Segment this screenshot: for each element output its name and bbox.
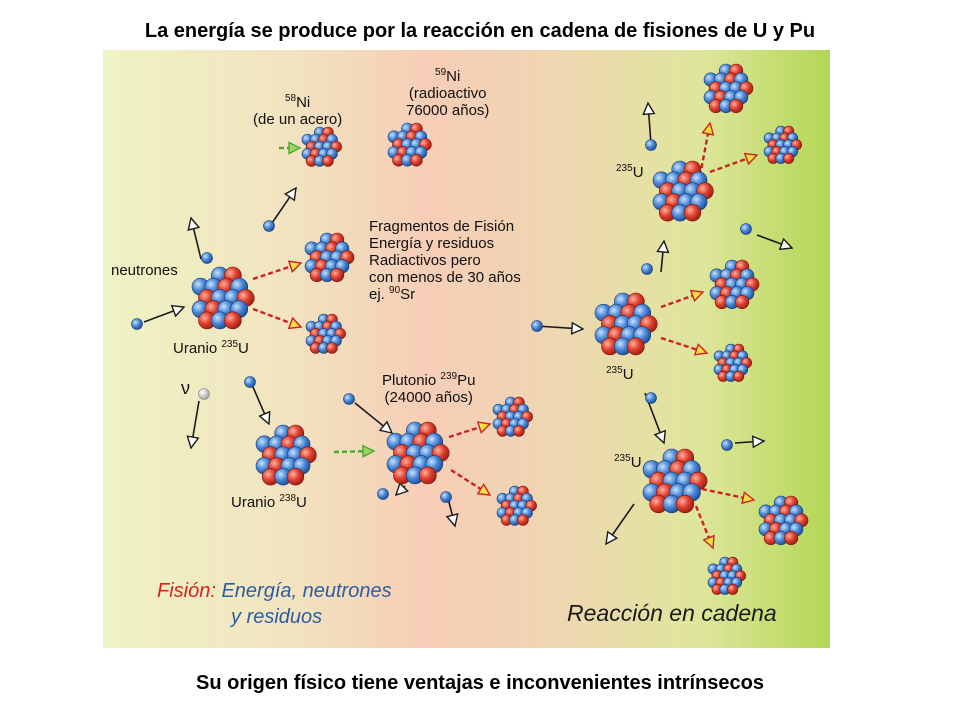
arrow-to-fragment-1 xyxy=(252,260,303,281)
arrow-chain-frag-2 xyxy=(709,152,759,174)
neutron-f xyxy=(377,488,389,500)
ni59-label: 59Ni (radioactivo 76000 años) xyxy=(406,67,490,120)
neutron-m xyxy=(721,439,733,451)
neutron-b xyxy=(201,252,213,264)
arrow-to-u238 xyxy=(252,386,271,426)
nucleus-fragment-1 xyxy=(304,232,355,283)
fragments-label: Fragmentos de Fisión Energía y residuos … xyxy=(369,218,521,303)
neutron-g xyxy=(440,491,452,503)
arrow-neutrino xyxy=(186,400,200,450)
neutron-l xyxy=(645,392,657,404)
arrow-to-pu239 xyxy=(354,402,394,434)
arrow-chain-incoming xyxy=(535,321,585,335)
arrow-to-ni58 xyxy=(269,186,297,227)
neutron-j xyxy=(641,263,653,275)
arrow-chain-frag-1 xyxy=(698,121,715,177)
neutron-a xyxy=(263,220,275,232)
u235-label-top: 235U xyxy=(616,163,644,182)
arrow-chain-right-2 xyxy=(734,435,766,449)
nucleus-chain-frag-3 xyxy=(709,259,760,310)
arrow-chain-frag-3 xyxy=(660,289,705,309)
nucleus-u235 xyxy=(191,266,255,330)
arrow-incoming-neutron xyxy=(143,304,186,323)
nucleus-chain-frag-1 xyxy=(703,63,754,114)
arrow-chain-frag-5 xyxy=(701,487,756,505)
neutron-h xyxy=(531,320,543,332)
neutrino-particle xyxy=(198,388,210,400)
page-subtitle: Su origen físico tiene ventajas e inconv… xyxy=(196,672,764,694)
nucleus-chain-u235-middle xyxy=(594,292,658,356)
nucleus-ni58 xyxy=(301,126,342,167)
arrow-chain-up-2 xyxy=(656,239,670,273)
neutron-e xyxy=(343,393,355,405)
arrow-u238-to-pu239 xyxy=(333,444,376,458)
ni58-label: 58Ni (de un acero) xyxy=(253,93,343,129)
nucleus-pu-fragment-2 xyxy=(496,485,537,526)
arrow-to-fragment-2 xyxy=(252,307,303,330)
plutonio-label: Plutonio 239Pu (24000 años) xyxy=(382,371,476,407)
arrow-pu-fragment-2 xyxy=(450,468,492,496)
neutrones-label: neutrones xyxy=(111,262,178,279)
arrow-chain-down-left xyxy=(605,503,635,546)
neutron-c xyxy=(131,318,143,330)
fission-caption-line2: y residuos xyxy=(231,606,323,628)
arrow-pu-fragment-1 xyxy=(448,421,492,439)
page-title: La energía se produce por la reacción en… xyxy=(144,20,816,42)
nucleus-chain-frag-5 xyxy=(758,495,809,546)
arrow-chain-right-1 xyxy=(756,234,794,251)
arrow-pu-neutron-down xyxy=(445,497,459,528)
arrow-chain-frag-6 xyxy=(694,505,715,550)
arrow-pu-neutron-left xyxy=(394,482,409,497)
nucleus-fragment-2 xyxy=(305,313,346,354)
diagram-graphics xyxy=(131,63,809,595)
chain-reaction-label: Reacción en cadena xyxy=(567,600,777,626)
neutron-k xyxy=(740,223,752,235)
nucleus-pu239 xyxy=(386,421,450,485)
uranio-235-label: Uranio 235U xyxy=(173,339,249,358)
arrow-neutron-up xyxy=(187,216,202,260)
nucleus-u238 xyxy=(255,424,317,486)
nucleus-chain-frag-6 xyxy=(707,556,746,595)
nucleus-chain-u235-bottom xyxy=(642,448,708,514)
arrow-ni58-to-ni59 xyxy=(279,141,302,155)
nucleus-ni59 xyxy=(387,122,432,167)
neutrino-label: ν xyxy=(181,378,190,398)
fission-diagram: 58Ni (de un acero) 59Ni (radioactivo 760… xyxy=(103,50,830,648)
u235-label-bottom: 235U xyxy=(614,453,642,472)
nucleus-chain-frag-2 xyxy=(763,125,802,164)
neutron-d xyxy=(244,376,256,388)
uranio-238-label: Uranio 238U xyxy=(231,493,307,512)
nucleus-chain-frag-4 xyxy=(713,343,752,382)
nucleus-pu-fragment-1 xyxy=(492,396,533,437)
neutron-i xyxy=(645,139,657,151)
fission-caption-line1: Fisión: Energía, neutrones xyxy=(157,580,392,602)
u235-label-middle: 235U xyxy=(606,365,634,384)
arrow-chain-frag-4 xyxy=(660,336,709,356)
arrow-chain-up-1 xyxy=(642,101,656,145)
nucleus-chain-u235-top xyxy=(652,160,714,222)
